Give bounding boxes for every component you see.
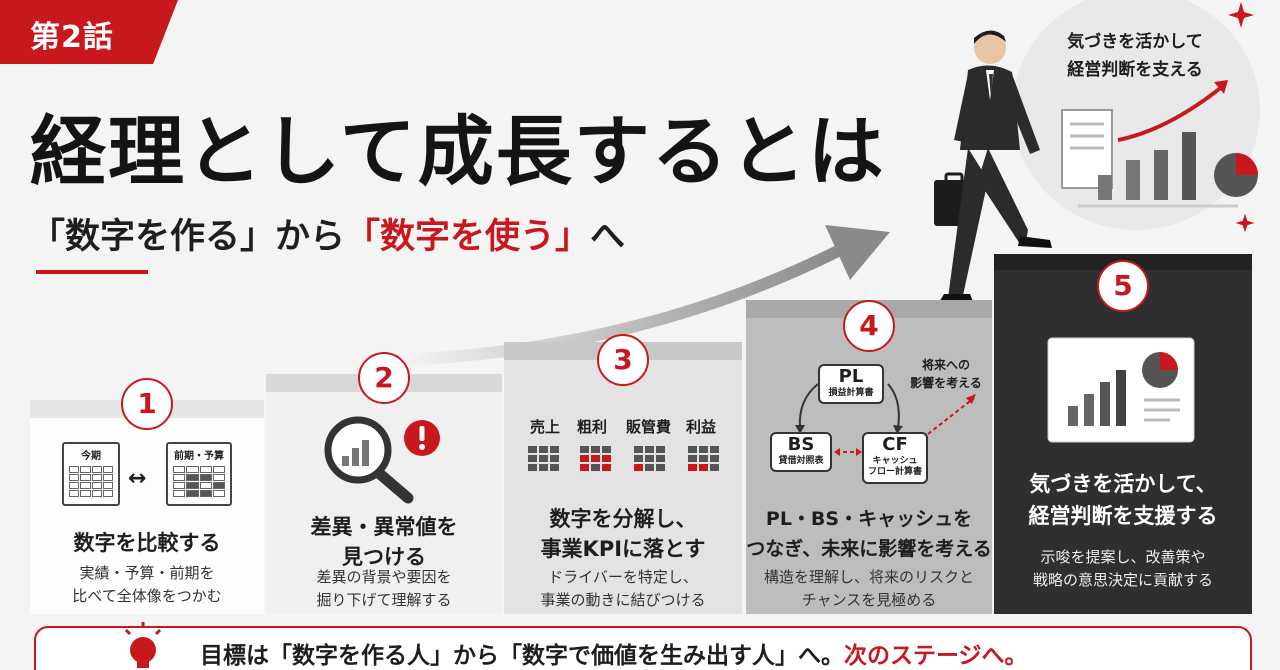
- step-2-desc-line-2: 掘り下げて理解する: [316, 591, 452, 609]
- bs-node-label: BS: [787, 434, 815, 455]
- step-3: [504, 360, 742, 614]
- step-4-title: PL・BS・キャッシュを つなぎ、未来に影響を考える: [746, 504, 992, 564]
- goal-banner-highlight: 次のステージへ。: [844, 643, 1028, 669]
- kpi-label-sga: 販管費: [626, 418, 672, 436]
- step-3-title: 数字を分解し、 事業KPIに落とす: [504, 504, 742, 564]
- step-3-title-line-1: 数字を分解し、: [549, 507, 697, 531]
- doc-label-prev-budget: 前期・予算: [174, 451, 224, 462]
- kpi-blocks-sga: [634, 446, 665, 471]
- pl-node-sub: 損益計算書: [828, 388, 874, 398]
- kpi-label-gross-profit: 粗利: [577, 418, 608, 436]
- step-4-title-line-1: PL・BS・キャッシュを: [765, 508, 973, 530]
- future-impact-line-2: 影響を考える: [910, 376, 982, 390]
- kpi-blocks-gross-profit: [580, 446, 611, 471]
- step-4-desc-line-1: 構造を理解し、将来のリスクと: [763, 568, 974, 586]
- bubble-line-2: 経営判断を支える: [1067, 60, 1203, 80]
- step-5-desc: 示唆を提案し、改善策や 戦略の意思決定に貢献する: [994, 546, 1252, 592]
- sparkle-icon: [1235, 213, 1255, 233]
- step-3-title-line-2: 事業KPIに落とす: [540, 537, 706, 561]
- alert-icon: [404, 420, 440, 456]
- cf-node-sub-2: フロー計算書: [867, 467, 922, 477]
- subtitle: 「数字を作る」から「数字を使う」へ: [30, 208, 625, 259]
- kpi-label-profit: 利益: [686, 418, 717, 436]
- bubble-line-1: 気づきを活かして: [1067, 32, 1203, 52]
- doc-label-current: 今期: [81, 451, 101, 462]
- step-5-number: 5: [1097, 260, 1149, 312]
- step-1-desc-line-1: 実績・予算・前期を: [79, 564, 215, 582]
- step-1-desc: 実績・予算・前期を 比べて全体像をつかむ: [30, 562, 264, 608]
- bs-node: BS 貸借対照表: [770, 432, 832, 472]
- flow-arrows-icon: [795, 383, 976, 456]
- bubble-caption: 気づきを活かして 経営判断を支える: [1040, 28, 1230, 84]
- document-icon: 前期・予算: [166, 442, 232, 506]
- pl-node: PL 損益計算書: [818, 364, 884, 404]
- future-impact-label: 将来への 影響を考える: [904, 356, 988, 392]
- bubble-chart-icon: [1061, 80, 1258, 208]
- subtitle-part-c: へ: [590, 217, 626, 257]
- cf-node-label: CF: [882, 434, 908, 455]
- compare-arrows-icon: ↔: [128, 466, 147, 491]
- goal-banner-main: 目標は「数字を作る人」から「数字で価値を生み出す人」へ。: [200, 643, 844, 669]
- goal-banner-text: 目標は「数字を作る人」から「数字で価値を生み出す人」へ。次のステージへ。: [200, 636, 1028, 670]
- step-5-title-line-1: 気づきを活かして、: [1029, 472, 1217, 496]
- step-2-title-line-1: 差異・異常値を: [310, 515, 458, 539]
- step-3-desc: ドライバーを特定し、 事業の動きに結びつける: [504, 566, 742, 612]
- step-2-desc-line-1: 差異の背景や要因を: [316, 568, 452, 586]
- sparkle-icon: [1228, 2, 1254, 28]
- step-4-desc: 構造を理解し、将来のリスクと チャンスを見極める: [746, 566, 992, 612]
- step-1-desc-line-2: 比べて全体像をつかむ: [72, 587, 222, 605]
- kpi-label-sales: 売上: [530, 418, 561, 436]
- step-5-title-line-2: 経営判断を支援する: [1028, 504, 1218, 528]
- document-icon: 今期: [62, 442, 120, 506]
- step-3-desc-line-1: ドライバーを特定し、: [548, 568, 698, 586]
- pl-node-label: PL: [838, 366, 864, 387]
- subtitle-part-b: 「数字を使う」: [345, 217, 591, 257]
- step-1-title: 数字を比較する: [73, 531, 221, 555]
- step-4-title-line-2: つなぎ、未来に影響を考える: [746, 538, 992, 560]
- step-2-title-line-2: 見つける: [342, 545, 426, 569]
- step-4-desc-line-2: チャンスを見極める: [801, 591, 937, 609]
- report-chart-icon: [1047, 337, 1195, 443]
- magnifier-chart-icon: [324, 416, 414, 504]
- kpi-blocks-profit: [688, 446, 719, 471]
- step-5-desc-line-1: 示唆を提案し、改善策や: [1040, 548, 1206, 566]
- step-3-desc-line-2: 事業の動きに結びつける: [540, 591, 706, 609]
- bs-node-sub: 貸借対照表: [778, 456, 824, 466]
- step-2-title: 差異・異常値を 見つける: [266, 512, 502, 572]
- step-5-title: 気づきを活かして、 経営判断を支援する: [994, 468, 1252, 532]
- growth-arrow-icon: [394, 225, 890, 366]
- step-4-number: 4: [843, 300, 895, 352]
- cf-node: CF キャッシュ フロー計算書: [862, 432, 928, 484]
- page-title: 経理として成長するとは: [30, 107, 886, 196]
- title-underline: [36, 270, 148, 274]
- subtitle-part-a: 「数字を作る」から: [30, 217, 346, 257]
- businessman-illustration: [934, 30, 1052, 304]
- step-1-number: 1: [121, 378, 173, 430]
- step-3-number: 3: [597, 334, 649, 386]
- step-2-desc: 差異の背景や要因を 掘り下げて理解する: [266, 566, 502, 612]
- goal-banner: [34, 626, 1252, 670]
- lightbulb-icon: [124, 622, 162, 668]
- future-impact-line-1: 将来への: [921, 358, 970, 372]
- episode-tag: 第2話: [0, 0, 178, 64]
- cf-node-sub-1: キャッシュ: [872, 456, 918, 466]
- step-5-desc-line-2: 戦略の意思決定に貢献する: [1032, 571, 1213, 589]
- kpi-blocks-sales: [528, 446, 559, 471]
- step-2-number: 2: [358, 352, 410, 404]
